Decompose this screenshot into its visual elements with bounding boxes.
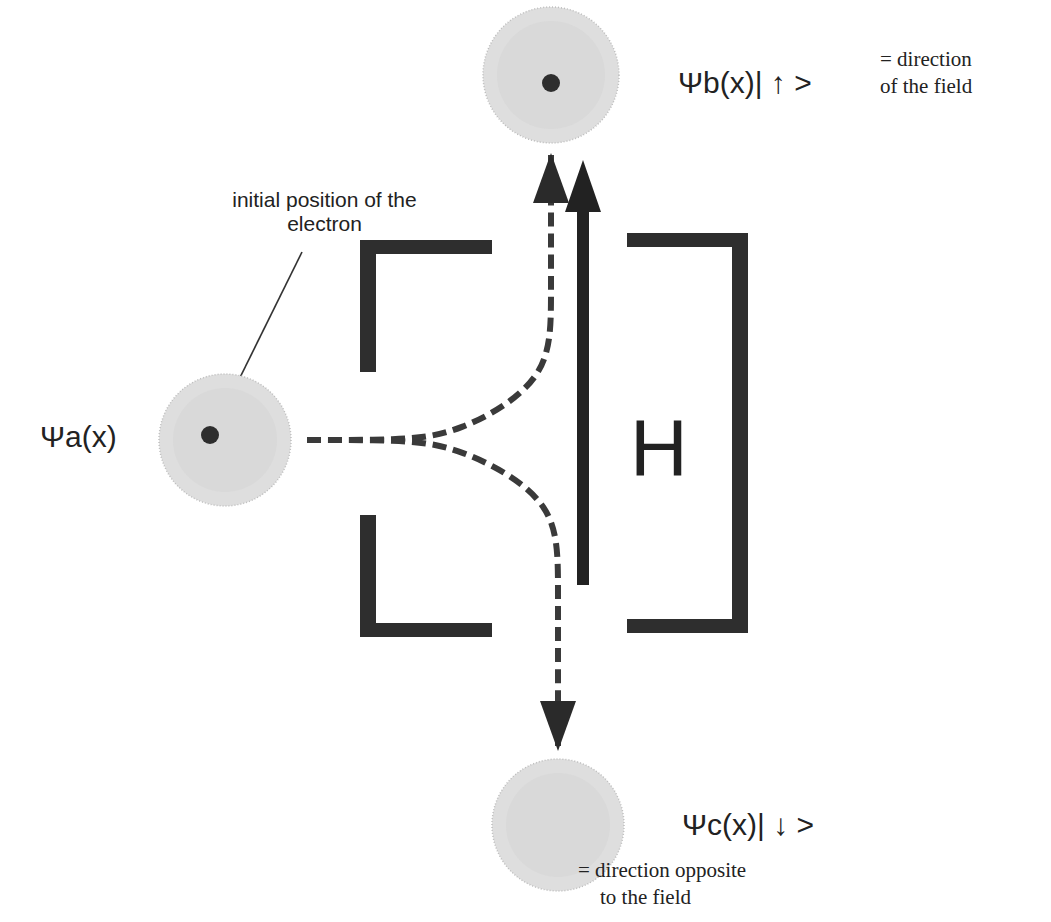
- pole-bracket: [627, 233, 748, 247]
- pole-bracket: [732, 233, 748, 633]
- wave-packet: Ψb(x)| ↑ >= direction of the field: [481, 5, 621, 145]
- spin-note: = direction of the field: [880, 46, 978, 100]
- electron-dot: [201, 426, 219, 444]
- packet-outline: [481, 5, 621, 145]
- state-label: Ψb(x)| ↑ >: [678, 66, 812, 100]
- state-label: Ψc(x)| ↓ >: [682, 808, 814, 842]
- packet-circle: [483, 7, 619, 143]
- packet-core: [497, 21, 605, 129]
- spin-note: = direction opposite to the field: [578, 857, 760, 911]
- pole-bracket: [360, 623, 492, 637]
- packet-circle: [159, 374, 291, 506]
- state-label: Ψa(x): [40, 420, 117, 454]
- callout-note: initial position of the electron: [222, 188, 427, 236]
- field-arrowhead: [565, 160, 601, 212]
- pole-bracket: [360, 240, 492, 254]
- pole-bracket: [627, 619, 748, 633]
- packet-core: [173, 388, 277, 492]
- wave-packet: Ψa(x): [157, 372, 293, 508]
- trajectory-arrow: [307, 440, 558, 749]
- packet-outline: [157, 372, 293, 508]
- electron-dot: [542, 74, 560, 92]
- wave-packet: Ψc(x)| ↓ >= direction opposite to the fi…: [490, 757, 626, 893]
- field-arrow: [577, 205, 589, 585]
- field-symbol: H: [630, 402, 688, 494]
- pole-bracket: [360, 515, 376, 637]
- pole-bracket: [360, 240, 376, 372]
